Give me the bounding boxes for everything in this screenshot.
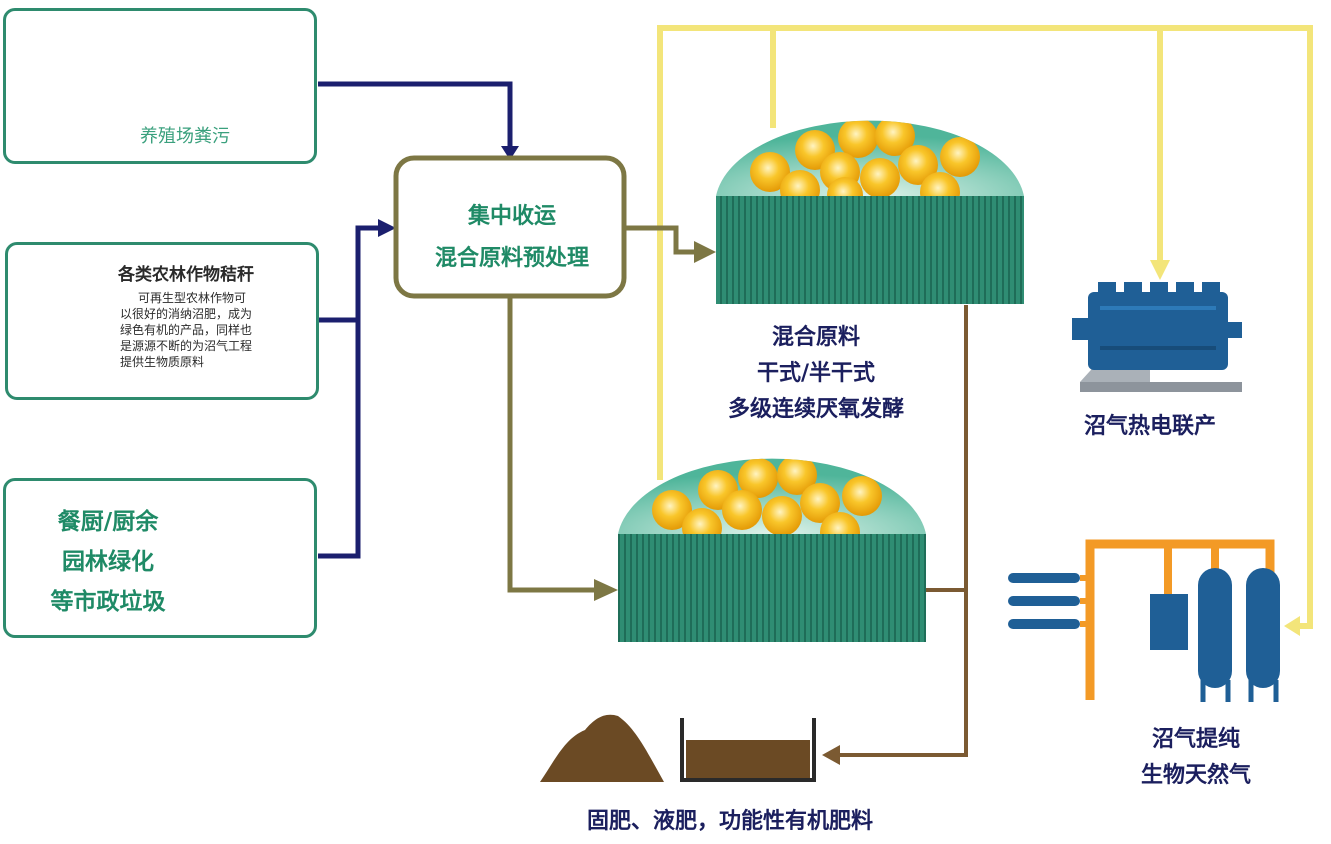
livestock-manure-label: 养殖场粪污 <box>140 126 230 147</box>
merge-arrowhead <box>378 219 396 237</box>
livestock-arrowhead <box>501 146 519 160</box>
crop-straw-description: 可再生型农林作物可 以很好的消纳沼肥，成为 绿色有机的产品，同样也 是源源不断的… <box>120 290 316 370</box>
pretreatment-box <box>393 155 627 299</box>
crop-straw-card <box>5 242 319 400</box>
pretreatment-arrows <box>507 225 696 593</box>
crop-straw-title: 各类农林作物秸秆 <box>118 265 254 285</box>
digester-line-2: 干式/半干式 <box>756 361 876 386</box>
upgrading-label: 沼气提纯 生物天然气 <box>1096 722 1296 794</box>
municipal-waste-label: 餐厨/厨余 园林绿化 等市政垃圾 <box>28 502 188 622</box>
digester-line-3: 多级连续厌氧发酵 <box>727 397 904 422</box>
biogas-lines <box>657 25 1313 629</box>
pretreatment-line-2: 混合原料预处理 <box>434 246 589 271</box>
waste-line-2: 园林绿化 <box>62 549 154 575</box>
digestate-arrowhead <box>822 745 840 765</box>
upgrade-gas-arrowhead <box>1284 616 1300 636</box>
pretreatment-line-1: 集中收运 <box>467 204 556 229</box>
to-digester2-arrowhead <box>594 579 618 601</box>
crop-straw-line-3: 绿色有机的产品，同样也 <box>120 323 253 337</box>
crop-straw-line-5: 提供生物质原料 <box>120 355 205 369</box>
digestate-lines <box>836 305 968 757</box>
input-arrows <box>318 81 513 559</box>
liquid-fertilizer-tank-icon <box>680 718 816 782</box>
crop-straw-line-4: 是源源不断的为沼气工程 <box>120 339 253 353</box>
chp-engine-icon <box>1072 282 1242 392</box>
upgrading-unit-icon <box>1008 539 1280 702</box>
waste-line-1: 餐厨/厨余 <box>57 509 159 535</box>
municipal-waste-card <box>3 478 317 638</box>
chp-label: 沼气热电联产 <box>1083 414 1216 439</box>
waste-line-3: 等市政垃圾 <box>50 589 166 615</box>
livestock-manure-card <box>3 8 317 164</box>
fertilizer-pile-icon <box>540 714 664 782</box>
upgrading-line-2: 生物天然气 <box>1140 763 1251 788</box>
crop-straw-line-2: 以很好的消纳沼肥，成为 <box>120 307 253 321</box>
digester-line-1: 混合原料 <box>771 325 860 350</box>
pretreatment-label: 集中收运 混合原料预处理 <box>396 196 628 280</box>
crop-straw-line-1: 可再生型农林作物可 <box>138 291 247 305</box>
fertilizer-label: 固肥、液肥，功能性有机肥料 <box>586 809 873 834</box>
chp-gas-arrowhead <box>1150 260 1170 280</box>
digester-label: 混合原料 干式/半干式 多级连续厌氧发酵 <box>676 320 956 428</box>
to-digester1-arrowhead <box>694 241 716 263</box>
digester-tank-upper <box>716 120 1024 304</box>
digester-tank-lower <box>618 458 926 642</box>
upgrading-line-1: 沼气提纯 <box>1151 727 1240 752</box>
